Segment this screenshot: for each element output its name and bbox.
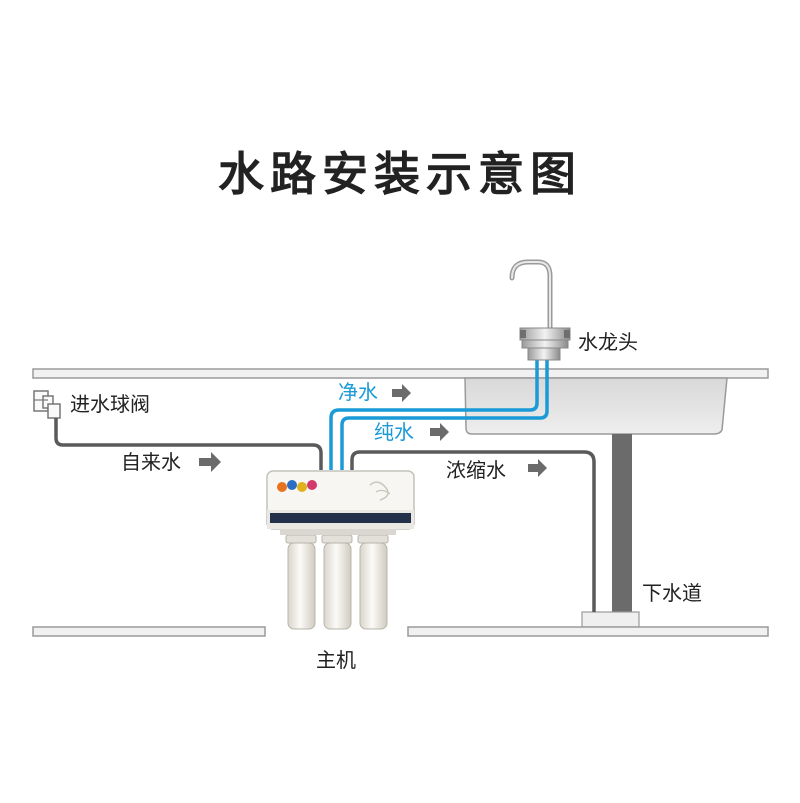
tap-water-pipe <box>54 418 323 470</box>
clean-water-arrow-icon <box>392 384 411 402</box>
drain-pipe <box>581 434 640 628</box>
pure-water-arrow-icon <box>430 423 449 441</box>
clean-water-label: 净水 <box>338 380 378 404</box>
clean-water-pipe <box>329 358 539 470</box>
tap-water-arrow-icon <box>199 452 221 472</box>
countertop <box>32 368 769 379</box>
filter-canister <box>321 534 353 630</box>
brand-logo <box>277 480 317 492</box>
concentrate-water-arrow-icon <box>528 459 547 477</box>
sink-basin <box>464 377 728 435</box>
purifier-main-unit[interactable] <box>266 470 415 630</box>
tap-water-label: 自来水 <box>121 450 181 474</box>
inlet-valve-label: 进水球阀 <box>70 392 150 416</box>
inlet-valve-icon[interactable] <box>33 390 61 419</box>
faucet-label: 水龙头 <box>578 330 638 354</box>
drain-label: 下水道 <box>642 581 702 605</box>
decorative-pattern <box>369 481 391 501</box>
concentrate-water-label: 浓缩水 <box>446 458 506 482</box>
main-unit-label: 主机 <box>316 648 356 672</box>
filter-canister <box>285 534 317 630</box>
filter-canister <box>357 534 389 630</box>
floor <box>32 626 769 637</box>
pure-water-pipe <box>340 358 549 470</box>
pure-water-label: 纯水 <box>374 420 414 444</box>
concentrate-pipe <box>350 450 596 612</box>
diagram-title: 水路安装示意图 <box>218 147 582 201</box>
faucet-icon[interactable] <box>509 259 571 361</box>
